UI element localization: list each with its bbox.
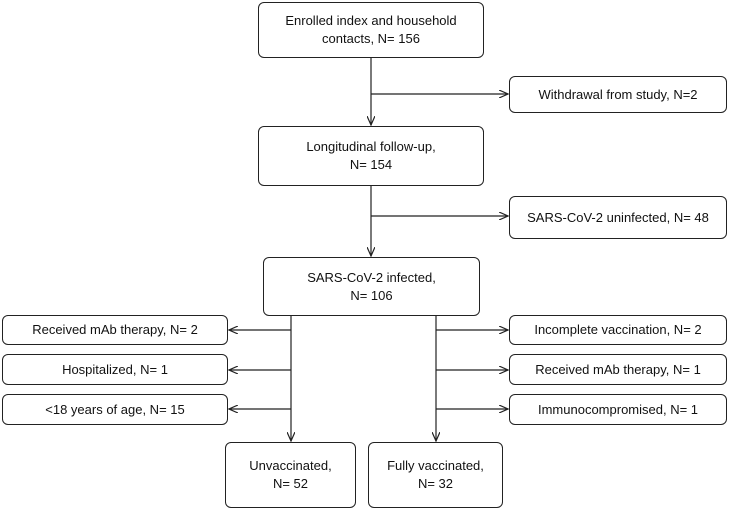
infected-line2: N= 106 bbox=[350, 287, 393, 303]
right-exclusion-2-label: Received mAb therapy, N= 1 bbox=[535, 361, 701, 377]
left-exclusion-2-label: Hospitalized, N= 1 bbox=[62, 361, 168, 377]
enrolled-line2: contacts, N= 156 bbox=[322, 31, 420, 46]
infected-box: SARS-CoV-2 infected, N= 106 bbox=[263, 257, 480, 316]
enrolled-box: Enrolled index and household contacts, N… bbox=[258, 2, 484, 58]
followup-box: Longitudinal follow-up, N= 154 bbox=[258, 126, 484, 186]
unvaccinated-line2: N= 52 bbox=[272, 476, 309, 491]
left-exclusion-3: <18 years of age, N= 15 bbox=[2, 394, 228, 425]
right-exclusion-1: Incomplete vaccination, N= 2 bbox=[509, 315, 727, 345]
uninfected-label: SARS-CoV-2 uninfected, N= 48 bbox=[527, 209, 709, 225]
right-exclusion-3-label: Immunocompromised, N= 1 bbox=[537, 401, 699, 417]
followup-line2: N= 154 bbox=[349, 157, 393, 172]
followup-line1: Longitudinal follow-up, bbox=[306, 139, 436, 154]
withdrawal-label: Withdrawal from study, N=2 bbox=[538, 86, 698, 102]
left-exclusion-3-label: <18 years of age, N= 15 bbox=[45, 401, 185, 417]
vaccinated-box: Fully vaccinated, N= 32 bbox=[368, 442, 503, 508]
left-exclusion-1-label: Received mAb therapy, N= 2 bbox=[32, 322, 198, 337]
uninfected-box: SARS-CoV-2 uninfected, N= 48 bbox=[509, 196, 727, 239]
unvaccinated-line1: Unvaccinated, bbox=[249, 458, 332, 473]
left-exclusion-2: Hospitalized, N= 1 bbox=[2, 354, 228, 385]
vaccinated-line1: Fully vaccinated, bbox=[387, 458, 484, 473]
right-exclusion-2: Received mAb therapy, N= 1 bbox=[509, 354, 727, 385]
enrolled-line1: Enrolled index and household bbox=[285, 13, 457, 28]
left-exclusion-1: Received mAb therapy, N= 2 bbox=[2, 315, 228, 345]
unvaccinated-box: Unvaccinated, N= 52 bbox=[225, 442, 356, 508]
infected-line1: SARS-CoV-2 infected, bbox=[307, 269, 436, 285]
right-exclusion-1-label: Incomplete vaccination, N= 2 bbox=[534, 322, 702, 337]
right-exclusion-3: Immunocompromised, N= 1 bbox=[509, 394, 727, 425]
withdrawal-box: Withdrawal from study, N=2 bbox=[509, 76, 727, 113]
vaccinated-line2: N= 32 bbox=[417, 476, 454, 491]
